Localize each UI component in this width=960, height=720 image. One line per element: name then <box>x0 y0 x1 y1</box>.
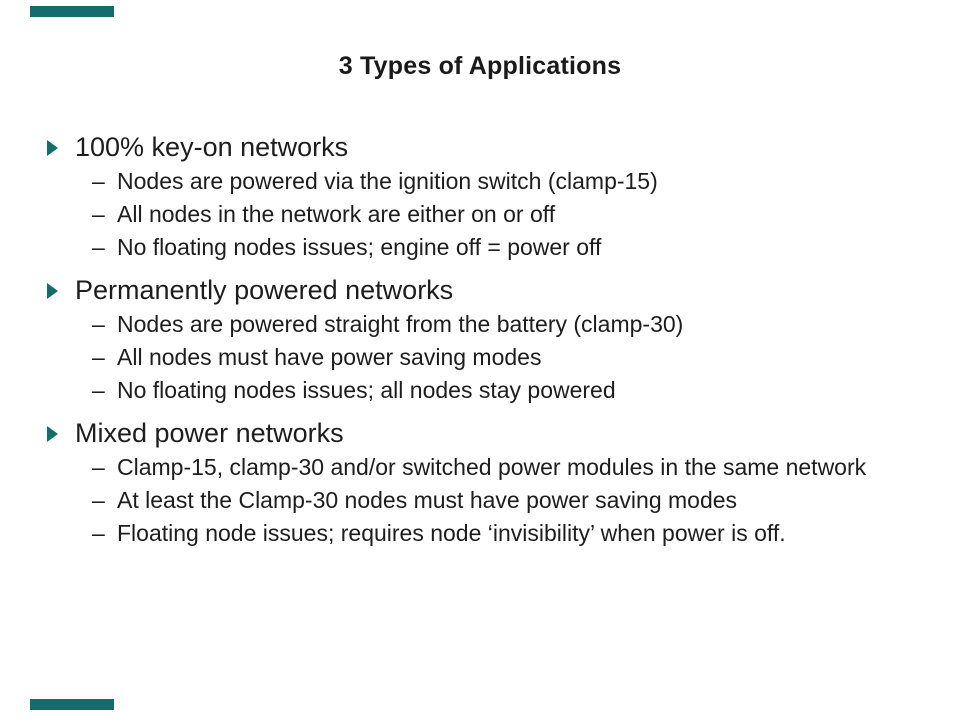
sub-bullet-row: – Floating node issues; requires node ‘i… <box>0 517 960 550</box>
section-heading: 100% key-on networks <box>75 132 349 162</box>
sub-bullet-text: Nodes are powered via the ignition switc… <box>117 168 658 194</box>
sub-bullet-row: – Nodes are powered straight from the ba… <box>0 308 960 341</box>
bullet-section-permanently-powered: Permanently powered networks – Nodes are… <box>0 273 960 407</box>
sub-bullet-text: Nodes are powered straight from the batt… <box>117 311 684 337</box>
dash-bullet: – <box>92 234 105 260</box>
sub-bullet-row: – At least the Clamp-30 nodes must have … <box>0 484 960 517</box>
section-heading: Mixed power networks <box>75 418 344 448</box>
sub-bullet-text: Clamp-15, clamp-30 and/or switched power… <box>117 454 867 480</box>
sub-bullet-text: All nodes must have power saving modes <box>117 344 542 370</box>
dash-bullet: – <box>92 201 105 227</box>
bullet-section-key-on: 100% key-on networks – Nodes are powered… <box>0 130 960 264</box>
triangle-right-bullet-icon <box>47 139 58 156</box>
sub-bullet-text: No floating nodes issues; all nodes stay… <box>117 377 616 403</box>
sub-bullet-text: Floating node issues; requires node ‘inv… <box>117 520 786 546</box>
dash-bullet: – <box>92 454 105 480</box>
dash-bullet: – <box>92 377 105 403</box>
sub-bullet-row: – Nodes are powered via the ignition swi… <box>0 165 960 198</box>
sub-bullet-row: – No floating nodes issues; engine off =… <box>0 231 960 264</box>
sub-bullet-text: At least the Clamp-30 nodes must have po… <box>117 487 738 513</box>
dash-bullet: – <box>92 487 105 513</box>
sub-bullet-row: – No floating nodes issues; all nodes st… <box>0 374 960 407</box>
sub-bullet-text: All nodes in the network are either on o… <box>117 201 556 227</box>
dash-bullet: – <box>92 311 105 337</box>
section-heading-row: 100% key-on networks <box>0 130 960 165</box>
slide-content: 100% key-on networks – Nodes are powered… <box>0 130 960 559</box>
section-heading: Permanently powered networks <box>75 275 454 305</box>
dash-bullet: – <box>92 344 105 370</box>
slide-title: 3 Types of Applications <box>338 52 622 80</box>
section-heading-row: Permanently powered networks <box>0 273 960 308</box>
sub-bullet-row: – Clamp-15, clamp-30 and/or switched pow… <box>0 451 960 484</box>
corner-bar-bottom-left <box>30 699 114 710</box>
corner-bar-top-left <box>30 6 114 17</box>
dash-bullet: – <box>92 520 105 546</box>
triangle-right-bullet-icon <box>47 282 58 299</box>
sub-bullet-row: – All nodes must have power saving modes <box>0 341 960 374</box>
sub-bullet-row: – All nodes in the network are either on… <box>0 198 960 231</box>
dash-bullet: – <box>92 168 105 194</box>
bullet-section-mixed-power: Mixed power networks – Clamp-15, clamp-3… <box>0 416 960 550</box>
sub-bullet-text: No floating nodes issues; engine off = p… <box>117 234 602 260</box>
triangle-right-bullet-icon <box>47 425 58 442</box>
section-heading-row: Mixed power networks <box>0 416 960 451</box>
